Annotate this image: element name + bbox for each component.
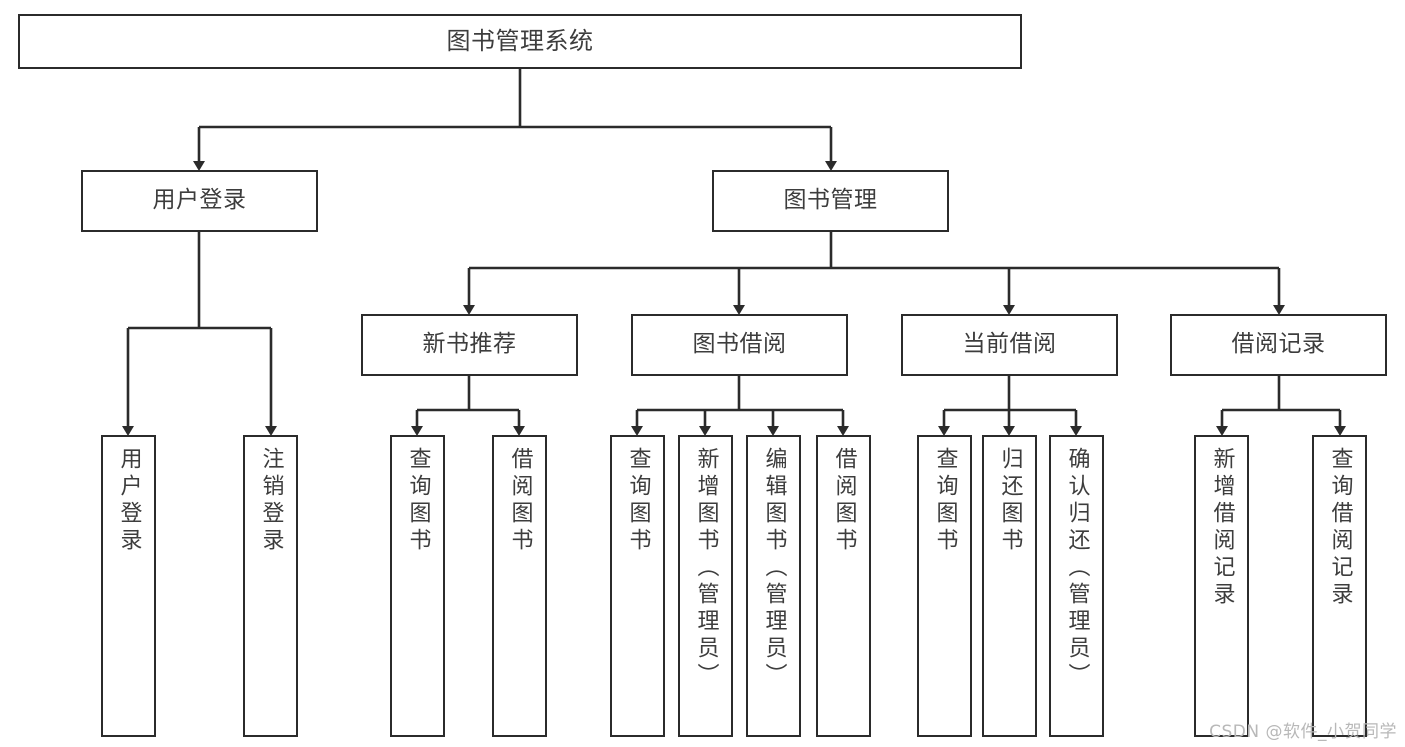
leaf-confirm-return[interactable]: 确认归还（管理员） [1049, 435, 1104, 737]
leaf-confirm-return-label: 确认归还（管理员） [1064, 447, 1090, 690]
leaf-query-book-2-label: 查询图书 [625, 447, 651, 555]
leaf-query-book-3[interactable]: 查询图书 [917, 435, 972, 737]
leaf-query-book-3-label: 查询图书 [932, 447, 958, 555]
node-book-borrow[interactable]: 图书借阅 [631, 314, 848, 376]
leaf-logout-label: 注销登录 [258, 447, 284, 555]
node-new-book-rec[interactable]: 新书推荐 [361, 314, 578, 376]
node-borrow-record[interactable]: 借阅记录 [1170, 314, 1387, 376]
node-user-login-label: 用户登录 [152, 187, 247, 214]
leaf-add-record-label: 新增借阅记录 [1209, 447, 1235, 609]
node-new-book-rec-label: 新书推荐 [422, 331, 517, 358]
leaf-add-book[interactable]: 新增图书（管理员） [678, 435, 733, 737]
watermark: CSDN @软件_小贺同学 [1209, 722, 1397, 742]
leaf-borrow-book-1[interactable]: 借阅图书 [492, 435, 547, 737]
node-root[interactable]: 图书管理系统 [18, 14, 1022, 69]
leaf-query-record[interactable]: 查询借阅记录 [1312, 435, 1367, 737]
leaf-query-record-label: 查询借阅记录 [1327, 447, 1353, 609]
leaf-borrow-book-2[interactable]: 借阅图书 [816, 435, 871, 737]
leaf-query-book-2[interactable]: 查询图书 [610, 435, 665, 737]
leaf-return-book-label: 归还图书 [997, 447, 1023, 555]
leaf-user-login[interactable]: 用户登录 [101, 435, 156, 737]
leaf-add-book-label: 新增图书（管理员） [693, 447, 719, 690]
leaf-query-book-1-label: 查询图书 [405, 447, 431, 555]
leaf-query-book-1[interactable]: 查询图书 [390, 435, 445, 737]
node-root-label: 图书管理系统 [446, 27, 594, 56]
node-book-manage-label: 图书管理 [783, 187, 878, 214]
leaf-logout[interactable]: 注销登录 [243, 435, 298, 737]
node-current-borrow[interactable]: 当前借阅 [901, 314, 1118, 376]
leaf-add-record[interactable]: 新增借阅记录 [1194, 435, 1249, 737]
leaf-borrow-book-1-label: 借阅图书 [507, 447, 533, 555]
node-current-borrow-label: 当前借阅 [962, 331, 1057, 358]
leaf-edit-book-label: 编辑图书（管理员） [761, 447, 787, 690]
node-user-login[interactable]: 用户登录 [81, 170, 318, 232]
leaf-borrow-book-2-label: 借阅图书 [831, 447, 857, 555]
node-book-manage[interactable]: 图书管理 [712, 170, 949, 232]
leaf-user-login-label: 用户登录 [116, 447, 142, 555]
leaf-edit-book[interactable]: 编辑图书（管理员） [746, 435, 801, 737]
node-book-borrow-label: 图书借阅 [692, 331, 787, 358]
leaf-return-book[interactable]: 归还图书 [982, 435, 1037, 737]
node-borrow-record-label: 借阅记录 [1231, 331, 1326, 358]
